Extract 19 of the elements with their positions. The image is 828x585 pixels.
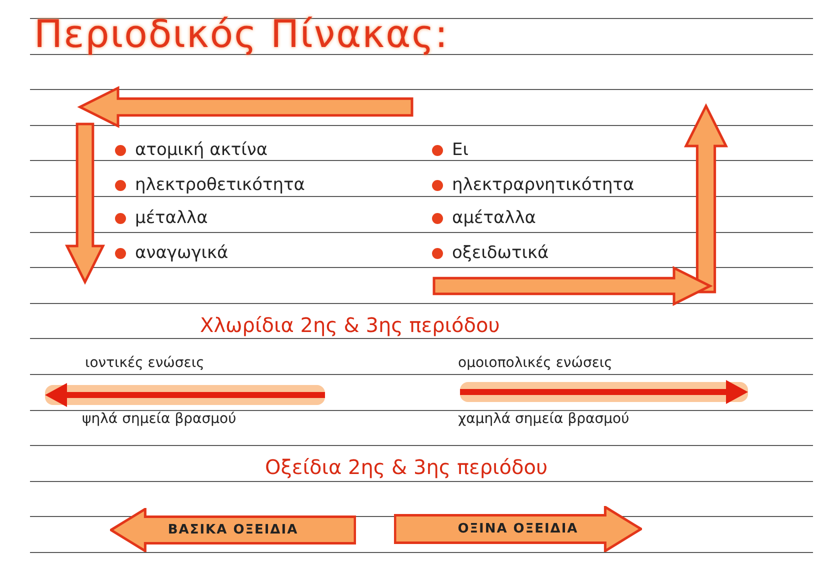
arrow-shape bbox=[394, 506, 642, 552]
list-item: ατομική ακτίνα bbox=[135, 140, 268, 160]
note-text: ομοιοπολικές ενώσεις bbox=[458, 355, 612, 371]
arrow-text: ΟΞΙΝΑ ΟΞΕΙΔΙΑ bbox=[456, 522, 580, 536]
note-text: ιοντικές ενώσεις bbox=[85, 355, 204, 371]
note-text: χαμηλά σημεία βρασμού bbox=[458, 411, 630, 427]
section-heading: Χλωρίδια 2ης & 3ης περιόδου bbox=[200, 313, 500, 337]
list-item: αμέταλλα bbox=[452, 208, 536, 228]
list-item: ηλεκτραρνητικότητα bbox=[452, 175, 634, 195]
list-item: αναγωγικά bbox=[135, 243, 228, 263]
list-item: οξειδωτικά bbox=[452, 243, 549, 263]
page-title: Περιοδικός Πίνακας: bbox=[34, 12, 449, 56]
note-text: ψηλά σημεία βρασμού bbox=[82, 411, 236, 427]
arrow-text: ΒΑΣΙΚΑ ΟΞΕΙΔΙΑ bbox=[166, 522, 300, 538]
list-item: μέταλλα bbox=[135, 208, 208, 228]
section-heading: Οξείδια 2ης & 3ης περιόδου bbox=[265, 455, 548, 479]
list-item: ηλεκτροθετικότητα bbox=[135, 175, 305, 195]
arrow-shape bbox=[110, 508, 356, 552]
list-item: Eι bbox=[452, 140, 468, 160]
